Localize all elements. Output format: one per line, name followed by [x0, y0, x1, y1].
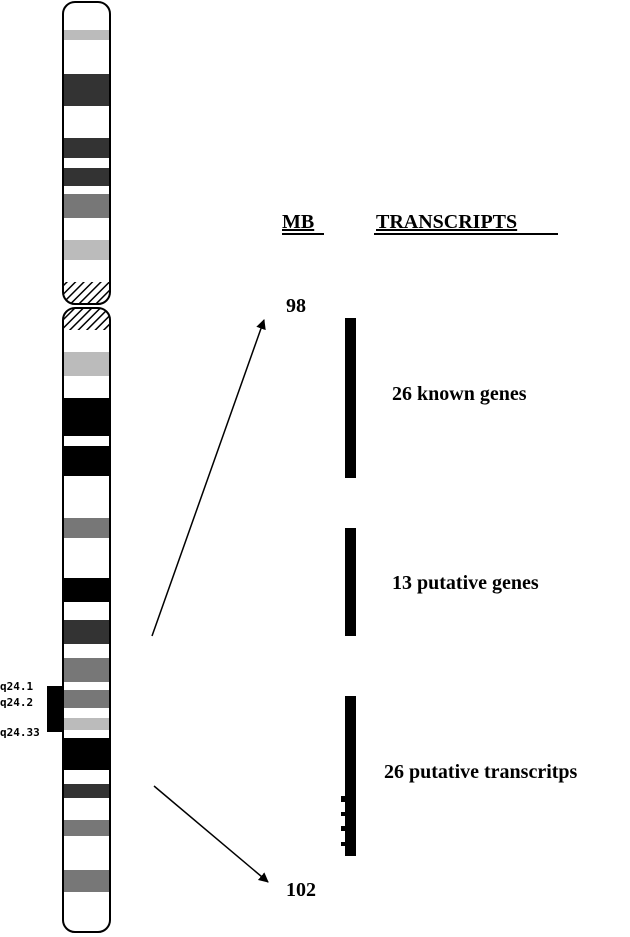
segment-notch [341, 796, 356, 802]
band-label-q24-33: q24.33 [0, 726, 40, 739]
band [63, 620, 110, 644]
segment-notch [341, 842, 356, 846]
chromosome-q-arm [63, 308, 110, 932]
p-arm-outline [62, 1, 111, 305]
band-q24-1 [63, 658, 110, 682]
centromere-upper [63, 282, 110, 304]
band-q24-2 [63, 690, 110, 708]
band [63, 168, 110, 186]
segment-label-putative-genes: 13 putative genes [392, 572, 539, 594]
header-mb: MB [282, 211, 314, 233]
mb-start: 98 [286, 295, 306, 317]
band [63, 518, 110, 538]
band [63, 240, 110, 260]
band [63, 820, 110, 836]
q-arm-outline [62, 307, 111, 933]
band [63, 738, 110, 770]
segment-notch [341, 812, 356, 816]
region-bracket [47, 686, 62, 732]
segment-label-known-genes: 26 known genes [392, 383, 527, 405]
band [63, 870, 110, 892]
chromosome-p-arm [63, 2, 110, 304]
band-q24-33 [63, 718, 110, 730]
segment-label-putative-transcripts: 26 putative transcritps [384, 761, 578, 783]
band [63, 398, 110, 436]
segment-known-genes [345, 318, 356, 478]
band [63, 138, 110, 158]
arrow-to-start [151, 319, 266, 637]
segment-putative-transcripts [345, 696, 356, 856]
centromere-lower [63, 308, 110, 330]
segment-putative-genes [345, 528, 356, 636]
mb-end: 102 [286, 879, 316, 901]
band [63, 352, 110, 376]
arrow-to-end [153, 785, 269, 883]
band [63, 194, 110, 218]
band [63, 30, 110, 40]
segment-notch [341, 826, 356, 831]
band-label-q24-1: q24.1 [0, 680, 33, 693]
band-label-q24-2: q24.2 [0, 696, 33, 709]
band [63, 446, 110, 476]
band [63, 784, 110, 798]
header-transcripts: TRANSCRIPTS [376, 211, 517, 233]
band [63, 578, 110, 602]
band [63, 74, 110, 106]
